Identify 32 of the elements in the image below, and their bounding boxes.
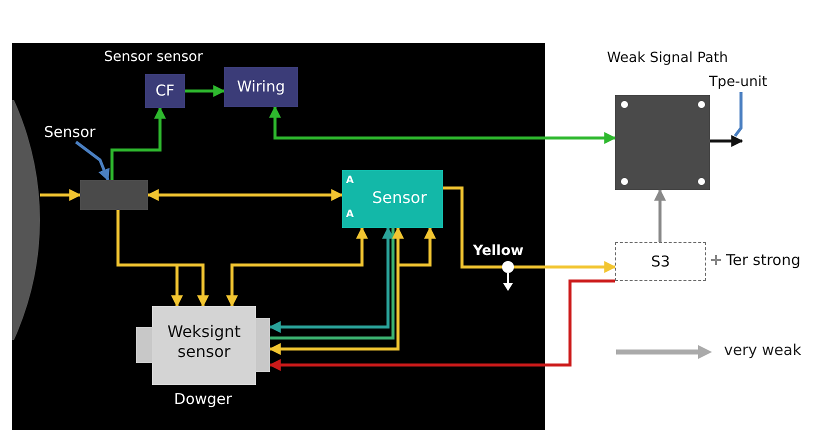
arrow <box>710 135 744 147</box>
arrow <box>226 226 368 308</box>
box-label: S3 <box>650 254 672 269</box>
arrow <box>269 106 616 144</box>
leader-line <box>734 92 742 137</box>
group-heading: Sensor sensor <box>104 50 203 64</box>
arrow <box>146 189 344 201</box>
sensor-box <box>342 170 443 228</box>
arrow <box>654 188 666 242</box>
connector-block <box>80 180 148 210</box>
arrow <box>268 280 615 371</box>
callout-text: Tpe-unit <box>709 72 783 92</box>
callout-text: Sensor <box>44 122 106 142</box>
legend-label: very weak <box>724 343 802 358</box>
arrow <box>185 85 226 97</box>
box-label: CF <box>154 84 176 98</box>
box-caption: Ter strong <box>726 253 801 268</box>
arrow <box>110 106 166 180</box>
arrow <box>75 140 110 182</box>
box-label: Sensor <box>371 190 428 206</box>
box-label: Wiring <box>236 80 286 94</box>
curved-shape <box>12 100 40 340</box>
process-box <box>224 67 298 107</box>
box-caption: Dowger <box>173 392 233 407</box>
arrow <box>116 210 209 308</box>
port-label: A <box>346 210 354 220</box>
box-heading: Weak Signal Path <box>607 51 728 65</box>
arrow <box>443 186 616 273</box>
port-label: A <box>346 176 354 186</box>
process-box <box>145 74 185 108</box>
box-label: Weksignt sensor <box>166 322 242 362</box>
arrow <box>40 189 82 201</box>
